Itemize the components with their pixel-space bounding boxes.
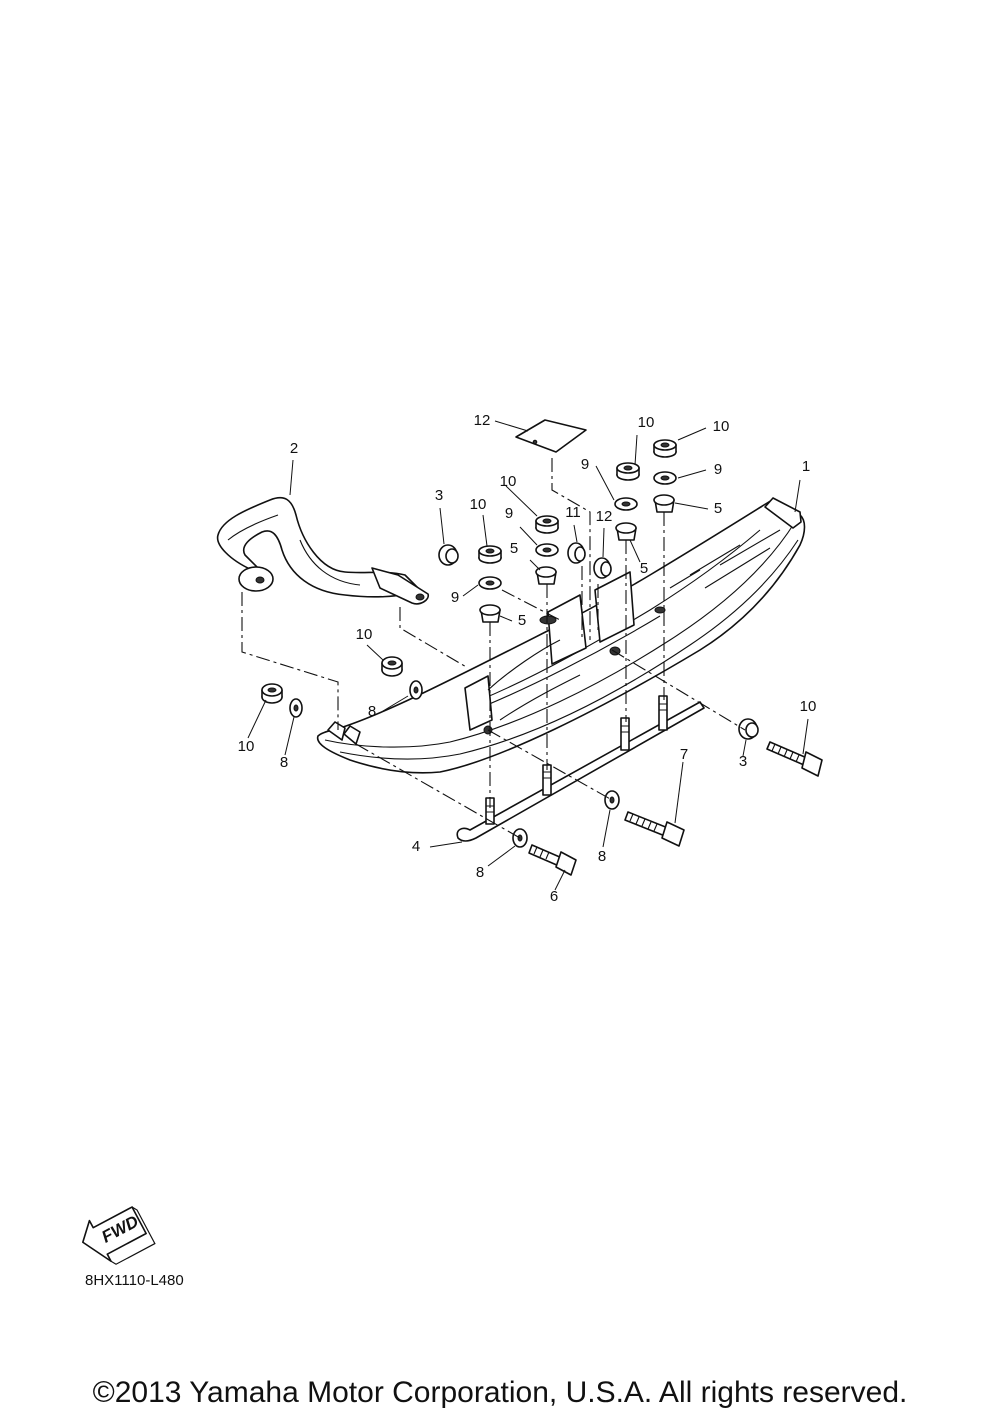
callout-8b: 8 [280, 754, 288, 771]
callout-9b: 9 [505, 505, 513, 522]
leader-lines [247, 420, 809, 891]
callout-12a: 11 [565, 504, 581, 521]
callout-7: 7 [680, 746, 688, 763]
callout-2: 2 [290, 440, 298, 457]
callout-10d: 10 [470, 496, 487, 513]
copyright-notice: ©2013 Yamaha Motor Corporation, U.S.A. A… [92, 1376, 908, 1409]
ski-body [316, 497, 806, 774]
callout-8a: 8 [368, 703, 376, 720]
callout-11: 10 [800, 698, 817, 715]
callout-9a: 9 [451, 589, 459, 606]
callout-10f: 10 [238, 738, 255, 755]
callout-10c: 10 [713, 418, 730, 435]
wear-bar [456, 695, 705, 842]
callout-9d: 9 [714, 461, 722, 478]
callout-13: 12 [474, 412, 491, 429]
fwd-arrow-icon: FWD [82, 1206, 156, 1265]
callout-labels: 1 2 3 3 4 5 5 5 5 6 7 8 8 8 8 9 9 9 9 10… [238, 412, 817, 905]
callout-9c: 9 [581, 456, 589, 473]
callout-5c: 5 [640, 560, 648, 577]
callout-5a: 5 [518, 612, 526, 629]
callout-5d: 5 [714, 500, 722, 517]
callout-10b: 10 [638, 414, 655, 431]
alignment-lines [241, 458, 746, 839]
callout-1: 1 [802, 458, 810, 475]
callout-3a: 3 [435, 487, 443, 504]
diagram-code: 8HX1110-L480 [85, 1272, 184, 1289]
callout-10e: 10 [356, 626, 373, 643]
callout-12b: 12 [596, 508, 613, 525]
fasteners [261, 419, 823, 876]
callout-6: 6 [550, 888, 558, 905]
ski-handle [216, 496, 430, 605]
callout-5b: 5 [510, 540, 518, 557]
callout-4: 4 [412, 838, 420, 855]
callout-8c: 8 [476, 864, 484, 881]
callout-8d: 8 [598, 848, 606, 865]
callout-3b: 3 [739, 753, 747, 770]
callout-10a: 10 [500, 473, 517, 490]
